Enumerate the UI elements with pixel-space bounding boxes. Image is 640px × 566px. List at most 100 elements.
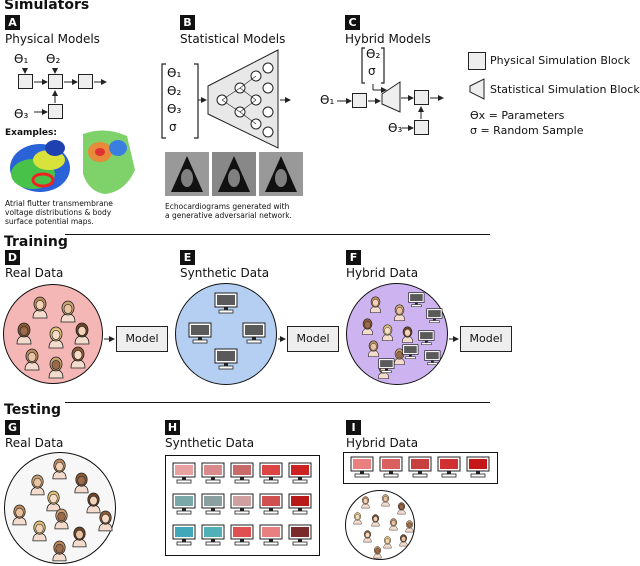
- panel-a-caption-1: Atrial flutter transmembrane: [5, 199, 113, 208]
- person-icon: [24, 348, 40, 371]
- badge-i: I: [346, 420, 361, 435]
- panel-a-caption-2: voltage distributions & body: [5, 208, 112, 217]
- person-icon: [389, 518, 398, 531]
- theta1-label: ϴ₁: [167, 66, 182, 80]
- monitor-icon: [172, 493, 196, 515]
- monitor-icon: [201, 493, 225, 515]
- monitor-icon: [201, 524, 225, 546]
- physical-block: [48, 104, 63, 119]
- legend-physical-icon: [468, 52, 486, 70]
- person-icon: [361, 318, 374, 335]
- person-icon: [32, 520, 47, 542]
- person-icon: [373, 546, 382, 559]
- person-icon: [371, 514, 380, 527]
- theta1-label: ϴ₁: [14, 52, 29, 66]
- person-icon: [383, 536, 392, 549]
- monitor-icon: [402, 344, 419, 359]
- person-icon: [74, 322, 90, 345]
- divider-testing: [65, 402, 490, 403]
- monitor-icon: [242, 322, 266, 344]
- theta3-label: ϴ₃: [14, 107, 29, 121]
- monitor-icon: [172, 524, 196, 546]
- panel-a-title: Physical Models: [5, 32, 100, 46]
- monitor-icon: [378, 358, 395, 373]
- training-heading: Training: [4, 234, 68, 250]
- person-icon: [54, 508, 69, 530]
- legend-physical-text: Physical Simulation Block: [490, 54, 631, 67]
- physical-block: [352, 93, 367, 108]
- panel-a-caption-3: surface potential maps.: [5, 217, 94, 226]
- simulators-heading: Simulators: [4, 0, 90, 13]
- monitor-icon: [201, 462, 225, 484]
- person-icon: [393, 304, 406, 321]
- echocardiogram-image: [165, 152, 303, 196]
- person-icon: [52, 540, 67, 562]
- legend-random-text: σ = Random Sample: [470, 124, 584, 137]
- divider-training: [65, 234, 490, 235]
- sigma-label: σ: [169, 120, 177, 134]
- theta2-label: ϴ₂: [46, 52, 61, 66]
- monitor-icon: [214, 348, 238, 370]
- person-icon: [12, 504, 27, 526]
- monitor-icon: [230, 493, 254, 515]
- testing-hybrid-circle: [345, 490, 415, 560]
- theta2-label: ϴ₂: [366, 47, 381, 61]
- theta3-label: ϴ₃: [388, 121, 403, 135]
- examples-label: Examples:: [5, 128, 57, 138]
- monitor-icon: [418, 330, 435, 345]
- legend-statistical-text: Statistical Simulation Block: [490, 83, 640, 96]
- monitor-icon: [288, 462, 312, 484]
- panel-b-bracket: [161, 63, 199, 139]
- physical-block: [78, 74, 93, 89]
- monitor-icon: [379, 456, 403, 478]
- panel-e-title: Synthetic Data: [180, 266, 270, 280]
- monitor-icon: [288, 493, 312, 515]
- person-icon: [48, 326, 64, 349]
- person-icon: [405, 520, 414, 533]
- monitor-icon: [350, 456, 374, 478]
- person-icon: [353, 512, 362, 525]
- panel-b-title: Statistical Models: [180, 32, 286, 46]
- panel-a-arrows: [22, 68, 107, 115]
- person-icon: [399, 534, 408, 547]
- person-icon: [72, 526, 87, 548]
- badge-b: B: [180, 15, 195, 30]
- person-icon: [401, 326, 414, 343]
- badge-h: H: [165, 420, 180, 435]
- physical-block: [414, 120, 429, 135]
- panel-b-caption-2: a generative adversarial network.: [165, 211, 292, 220]
- training-arrows: [104, 336, 459, 342]
- person-icon: [46, 490, 61, 512]
- badge-a: A: [5, 15, 20, 30]
- person-icon: [70, 346, 86, 369]
- person-icon: [397, 502, 406, 515]
- monitor-icon: [259, 524, 283, 546]
- badge-e: E: [180, 250, 195, 265]
- monitor-icon: [466, 456, 490, 478]
- person-icon: [86, 492, 101, 514]
- person-icon: [363, 530, 372, 543]
- panel-c-bracket: [361, 47, 385, 84]
- badge-d: D: [5, 250, 20, 265]
- monitor-icon: [437, 456, 461, 478]
- monitor-icon: [172, 462, 196, 484]
- panel-g-title: Real Data: [5, 436, 64, 450]
- monitor-icon: [230, 462, 254, 484]
- person-icon: [32, 296, 48, 319]
- physical-block: [18, 74, 33, 89]
- monitor-icon: [424, 350, 441, 365]
- monitor-icon: [259, 493, 283, 515]
- person-icon: [361, 496, 370, 509]
- heart-map-image: [10, 130, 135, 194]
- panel-c-title: Hybrid Models: [345, 32, 431, 46]
- person-icon: [393, 348, 406, 365]
- monitor-icon: [408, 292, 425, 307]
- legend-params-text: ϴx = Parameters: [470, 109, 565, 122]
- monitor-icon: [214, 292, 238, 314]
- person-icon: [16, 322, 32, 345]
- legend-statistical-icon: [469, 78, 485, 100]
- panel-b-caption-1: Echocardiograms generated with: [165, 202, 290, 211]
- monitor-icon: [288, 524, 312, 546]
- badge-g: G: [5, 420, 20, 435]
- sigma-label: σ: [368, 64, 376, 78]
